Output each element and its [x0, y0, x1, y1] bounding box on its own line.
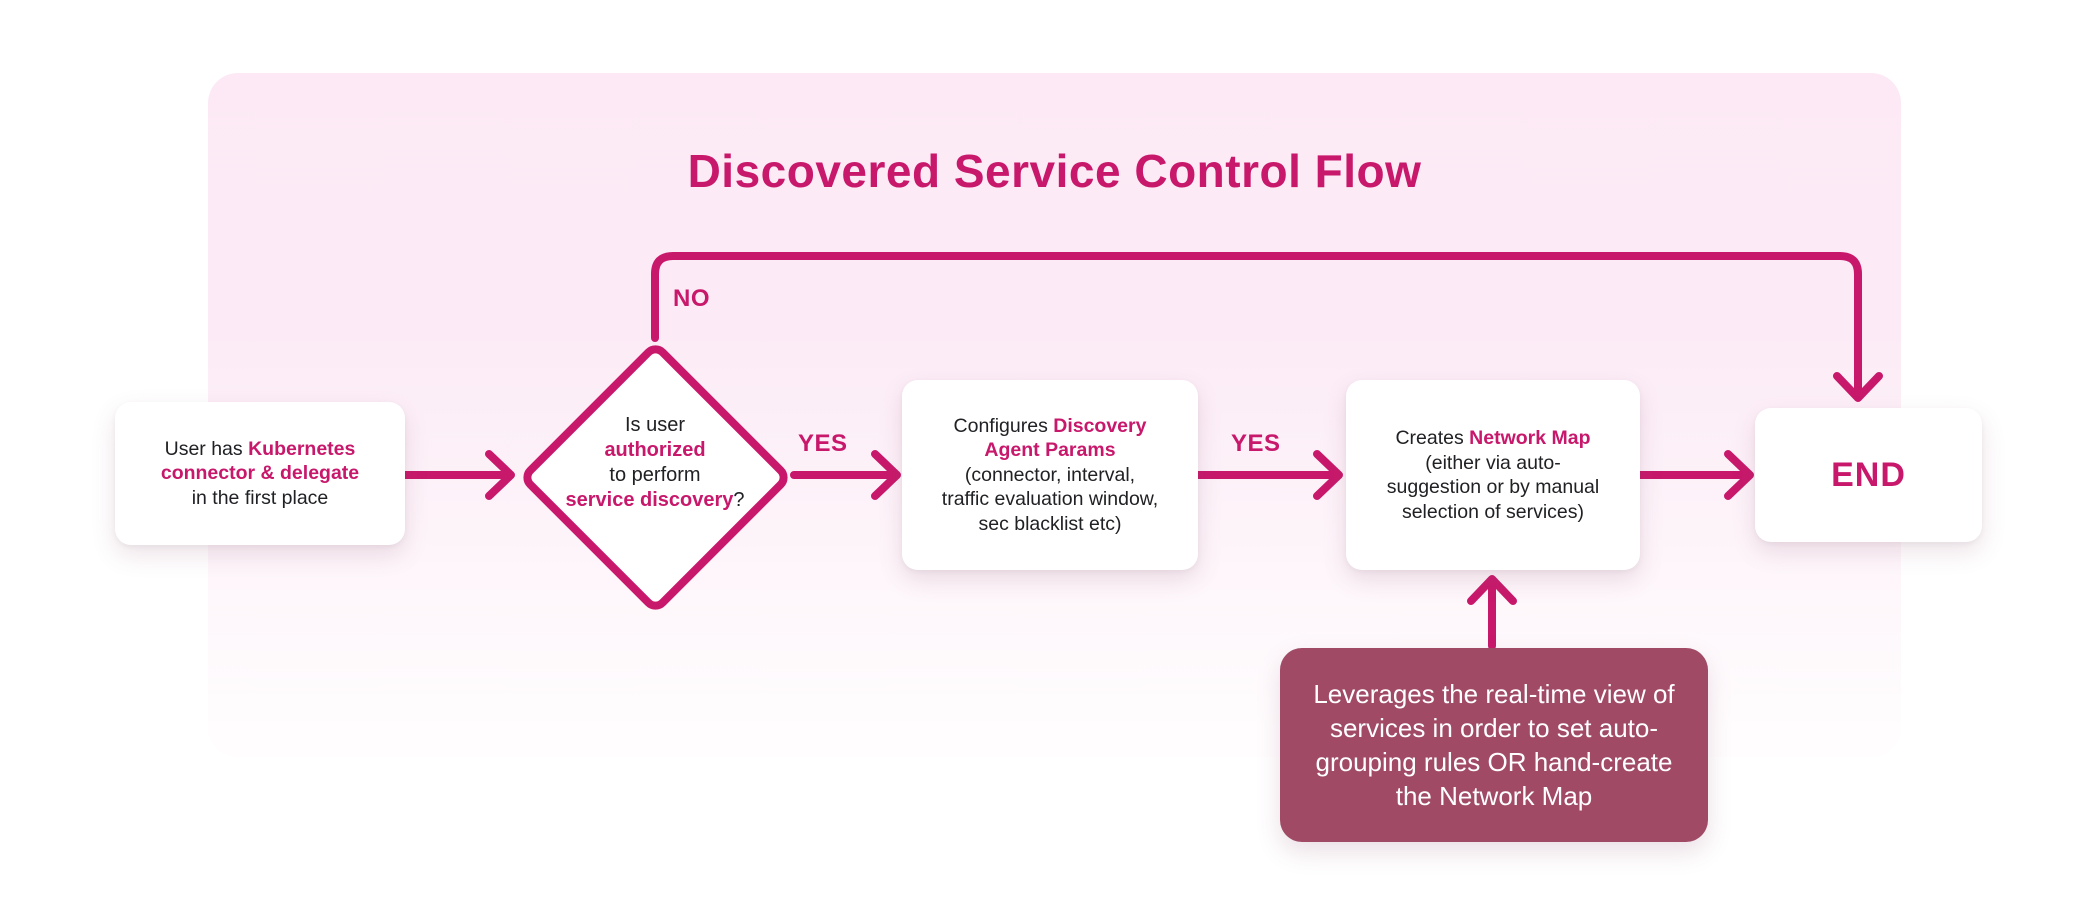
node-end: END	[1755, 408, 1982, 542]
note-annotation-network-map: Leverages the real-time view of services…	[1280, 648, 1708, 842]
node-configure-text: Configures Discovery Agent Params (conne…	[941, 414, 1159, 535]
page-title: Discovered Service Control Flow	[687, 145, 1422, 197]
node-configure-discovery-agent-params: Configures Discovery Agent Params (conne…	[902, 380, 1198, 570]
node-end-label: END	[1831, 455, 1906, 494]
edge-label-no: NO	[673, 285, 710, 312]
note-text: Leverages the real-time view of services…	[1313, 679, 1675, 811]
edge-label-yes-2: YES	[1231, 430, 1281, 457]
node-decision-text: Is user authorized to perform service di…	[565, 413, 745, 511]
edge-label-yes-1: YES	[798, 430, 848, 457]
node-create-text: Creates Network Map (either via auto- su…	[1386, 427, 1600, 523]
node-decision-authorized: Is user authorized to perform service di…	[535, 400, 775, 525]
node-creates-network-map: Creates Network Map (either via auto- su…	[1346, 380, 1640, 570]
node-start-text: User has Kubernetes connector & delegate…	[160, 437, 360, 509]
node-start-kubernetes-connector: User has Kubernetes connector & delegate…	[115, 402, 405, 545]
